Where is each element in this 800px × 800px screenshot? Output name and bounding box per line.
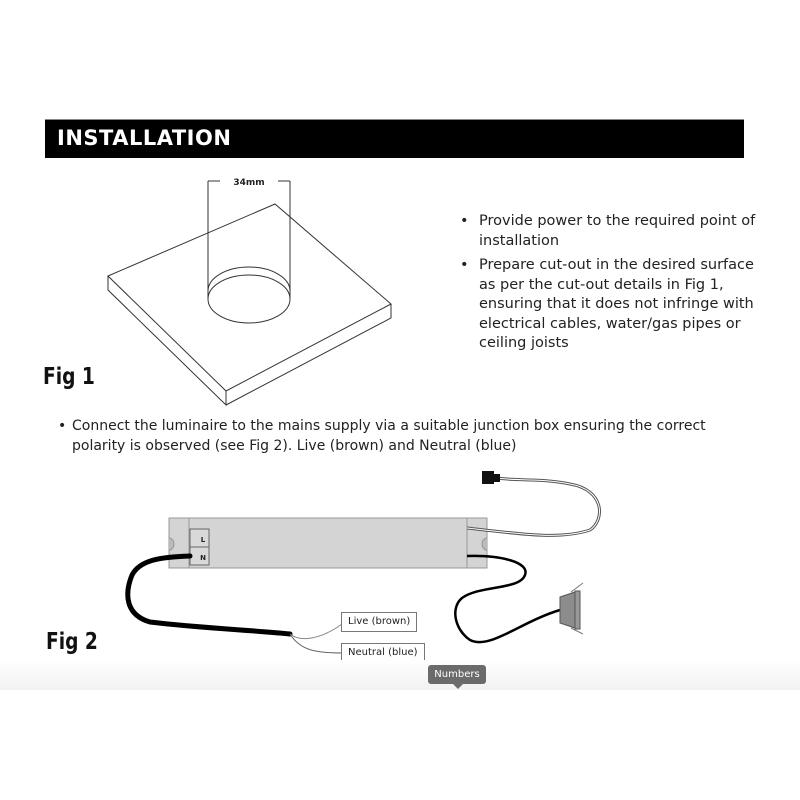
connector-plug	[482, 471, 494, 484]
driver-body	[168, 517, 488, 569]
page-bottom-fade	[0, 660, 800, 690]
instruction-item: Prepare cut-out in the desired surface a…	[460, 256, 760, 354]
fig1-cutout-diagram: 34mm	[107, 178, 392, 407]
terminal-n: N	[200, 554, 206, 562]
document-page: INSTALLATION 34mm Fig 1 Provide power to…	[0, 0, 800, 690]
wiring-instruction: Connect the luminaire to the mains suppl…	[58, 417, 758, 456]
fig1-label: Fig 1	[43, 364, 95, 390]
instruction-list: Provide power to the required point of i…	[460, 212, 760, 359]
fig2-label: Fig 2	[46, 629, 98, 655]
instruction-item: Provide power to the required point of i…	[460, 212, 760, 251]
dimension-label: 34mm	[233, 178, 264, 188]
fig2-wiring-diagram: L N	[125, 471, 602, 654]
wiring-instruction-text: Connect the luminaire to the mains suppl…	[58, 417, 758, 456]
section-header: INSTALLATION	[45, 119, 744, 158]
live-wire-label: Live (brown)	[341, 612, 418, 632]
section-title: INSTALLATION	[57, 126, 232, 150]
numbers-tooltip: Numbers	[428, 665, 486, 689]
empty-area	[0, 690, 800, 800]
terminal-l: L	[201, 536, 206, 544]
mains-cable	[125, 553, 293, 637]
